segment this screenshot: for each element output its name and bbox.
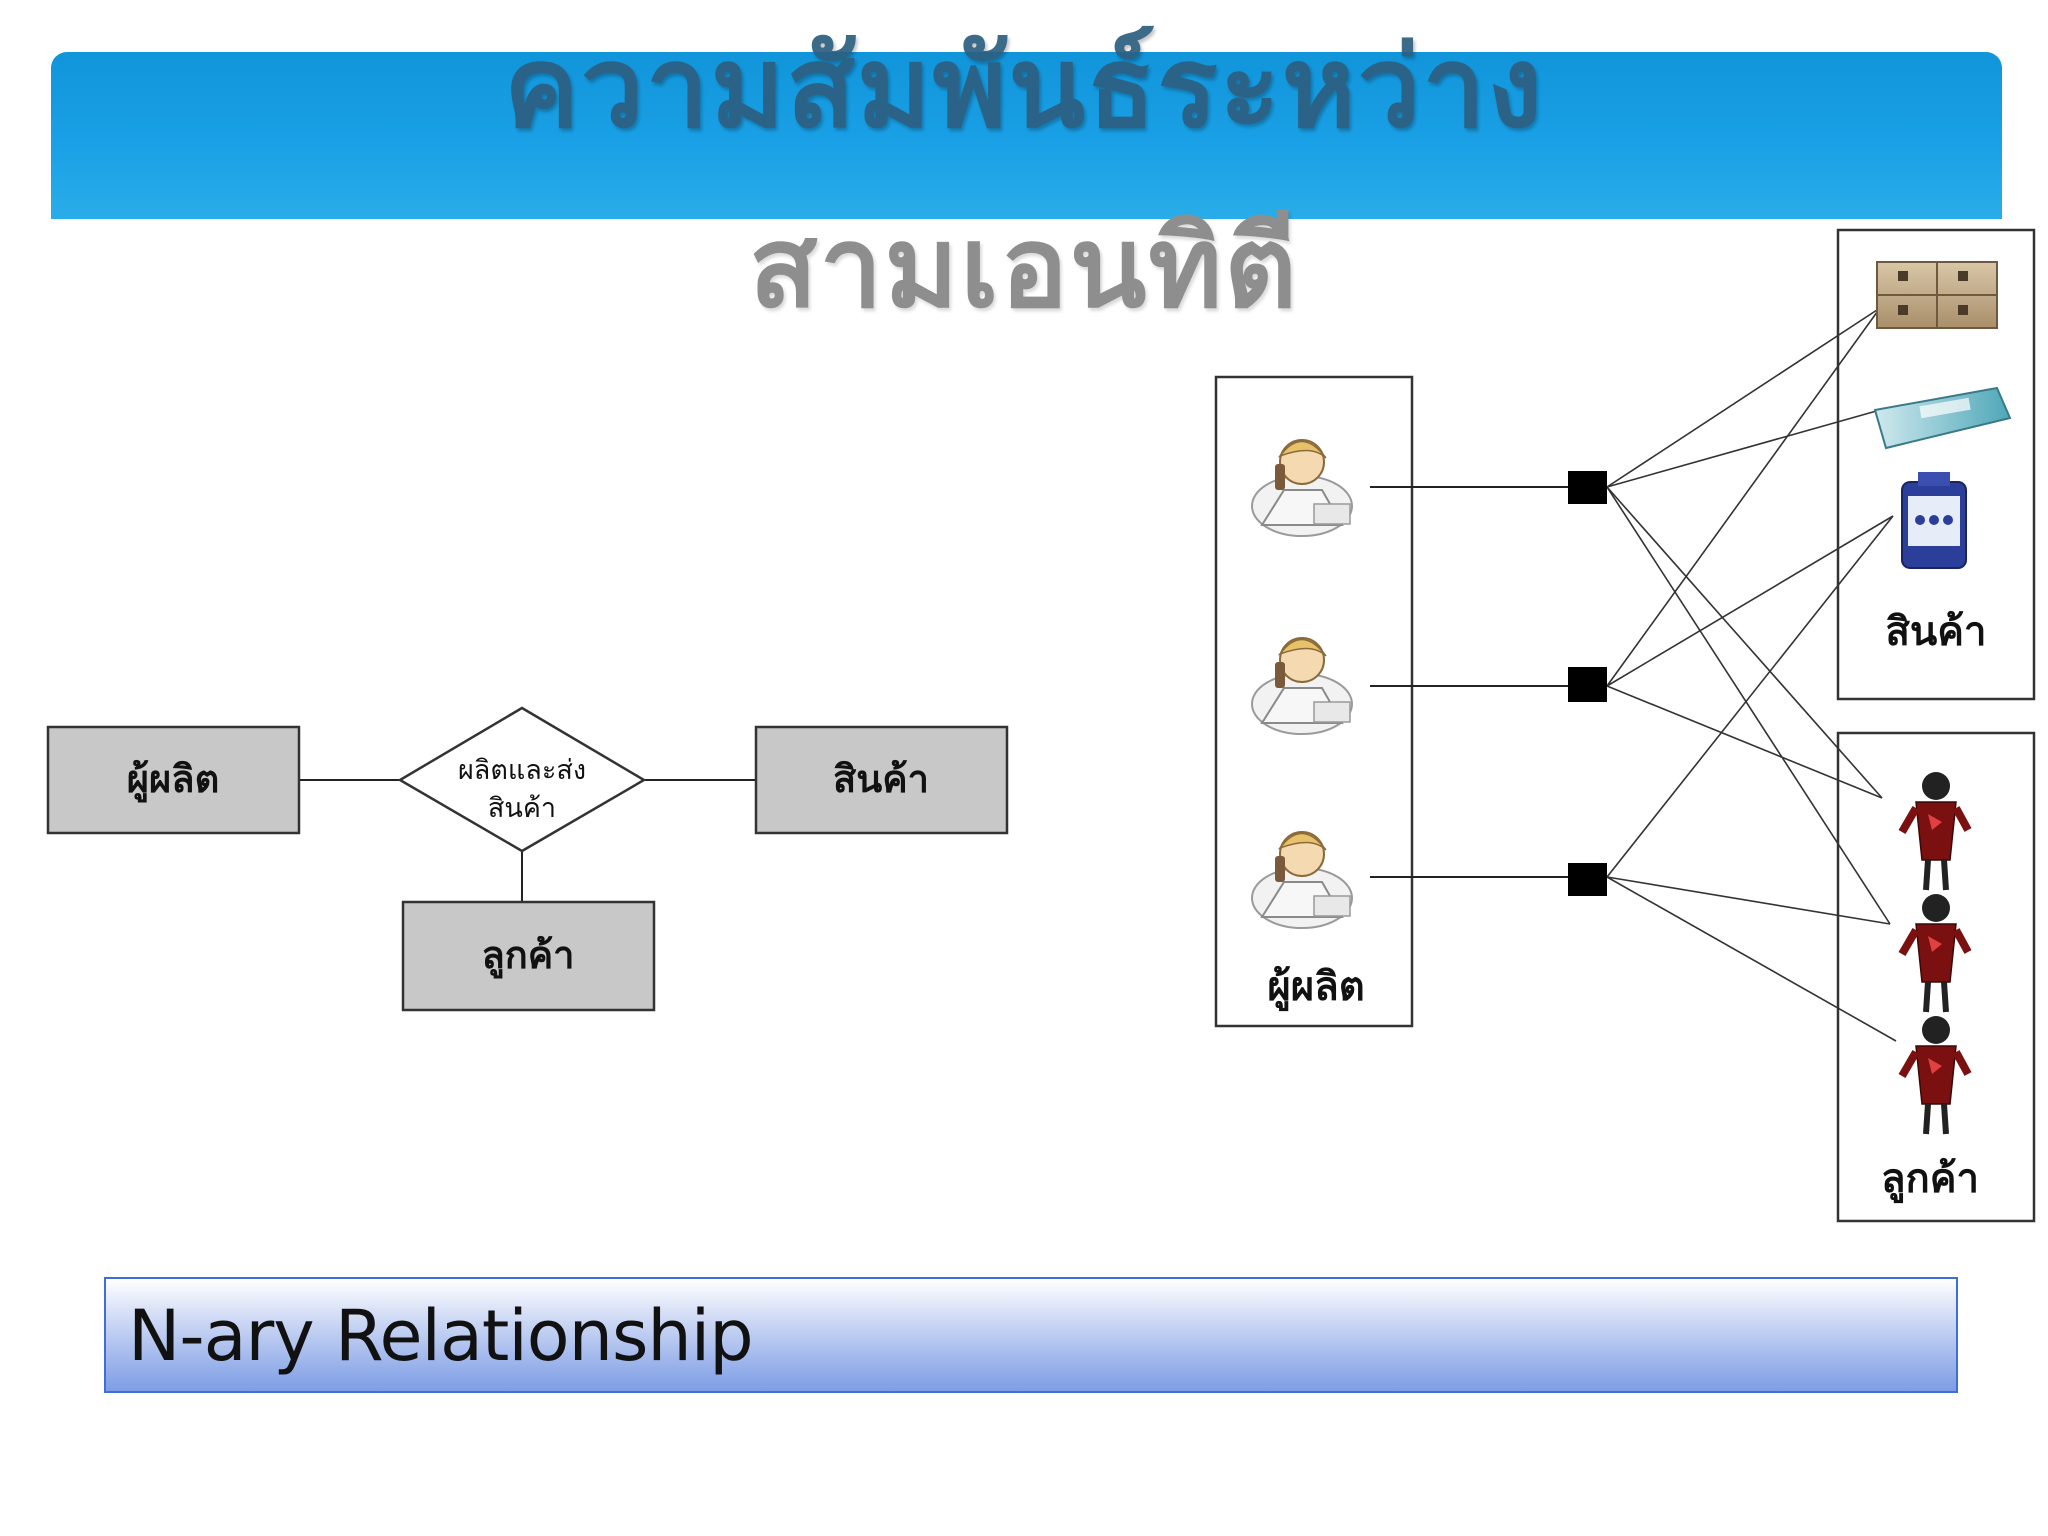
instance-link bbox=[1606, 685, 1883, 799]
relationship-instance-2 bbox=[1568, 667, 1607, 702]
footer-label: N-ary Relationship bbox=[128, 1295, 754, 1377]
instance-link bbox=[1606, 876, 1891, 925]
products-box-label: สินค้า bbox=[1886, 608, 1987, 655]
entity-producer-label: ผู้ผลิต bbox=[127, 756, 220, 803]
instance-link bbox=[1606, 486, 1891, 925]
customer-figure-icon bbox=[1898, 894, 1972, 1013]
title-bar bbox=[51, 52, 2002, 219]
er-diagram: ผู้ผลิต ผลิตและส่ง สินค้า สินค้า ลูกค้า bbox=[46, 706, 1009, 1012]
entity-product: สินค้า bbox=[754, 725, 1009, 835]
entity-customer-label: ลูกค้า bbox=[481, 932, 574, 979]
relationship-label-line-1: ผลิตและส่ง bbox=[458, 755, 586, 786]
instance-link bbox=[1606, 515, 1894, 687]
instance-link bbox=[1606, 486, 1883, 799]
producers-box-label: ผู้ผลิต bbox=[1267, 963, 1364, 1011]
entity-customer: ลูกค้า bbox=[401, 900, 656, 1012]
businessman-phone-icon bbox=[1251, 439, 1353, 537]
bottle-icon bbox=[1901, 472, 1967, 569]
customer-figure-icon bbox=[1898, 772, 1972, 891]
instance-link bbox=[1606, 876, 1897, 1042]
relationship-instance-1 bbox=[1568, 471, 1607, 504]
entity-producer: ผู้ผลิต bbox=[46, 725, 301, 835]
relationship-instance-3 bbox=[1568, 863, 1607, 896]
producer-links bbox=[1370, 486, 1569, 878]
instance-diagram: ผู้ผลิต สินค้า ลูกค้า bbox=[1214, 228, 2036, 1223]
slide-title-line-1: ความสัมพันธ์ระหว่าง bbox=[503, 23, 1545, 153]
businessman-phone-icon bbox=[1251, 831, 1353, 929]
slide-title-line-2: สามเอนทิตี bbox=[749, 203, 1299, 333]
instance-link bbox=[1606, 409, 1881, 488]
customers-box-label: ลูกค้า bbox=[1881, 1155, 1979, 1203]
relationship-label-line-2: สินค้า bbox=[488, 793, 556, 824]
businessman-phone-icon bbox=[1251, 637, 1353, 735]
customer-figure-icon bbox=[1898, 1016, 1972, 1135]
relationship-diamond: ผลิตและส่ง สินค้า bbox=[397, 706, 647, 853]
instance-links bbox=[1606, 307, 1897, 1042]
toothpaste-icon bbox=[1873, 386, 2012, 450]
entity-product-label: สินค้า bbox=[833, 756, 929, 801]
product-box-icon bbox=[1876, 261, 1998, 329]
instance-link bbox=[1606, 515, 1894, 878]
instance-link bbox=[1606, 307, 1881, 687]
instance-link bbox=[1606, 307, 1881, 488]
footer-bar: N-ary Relationship bbox=[104, 1277, 1958, 1393]
